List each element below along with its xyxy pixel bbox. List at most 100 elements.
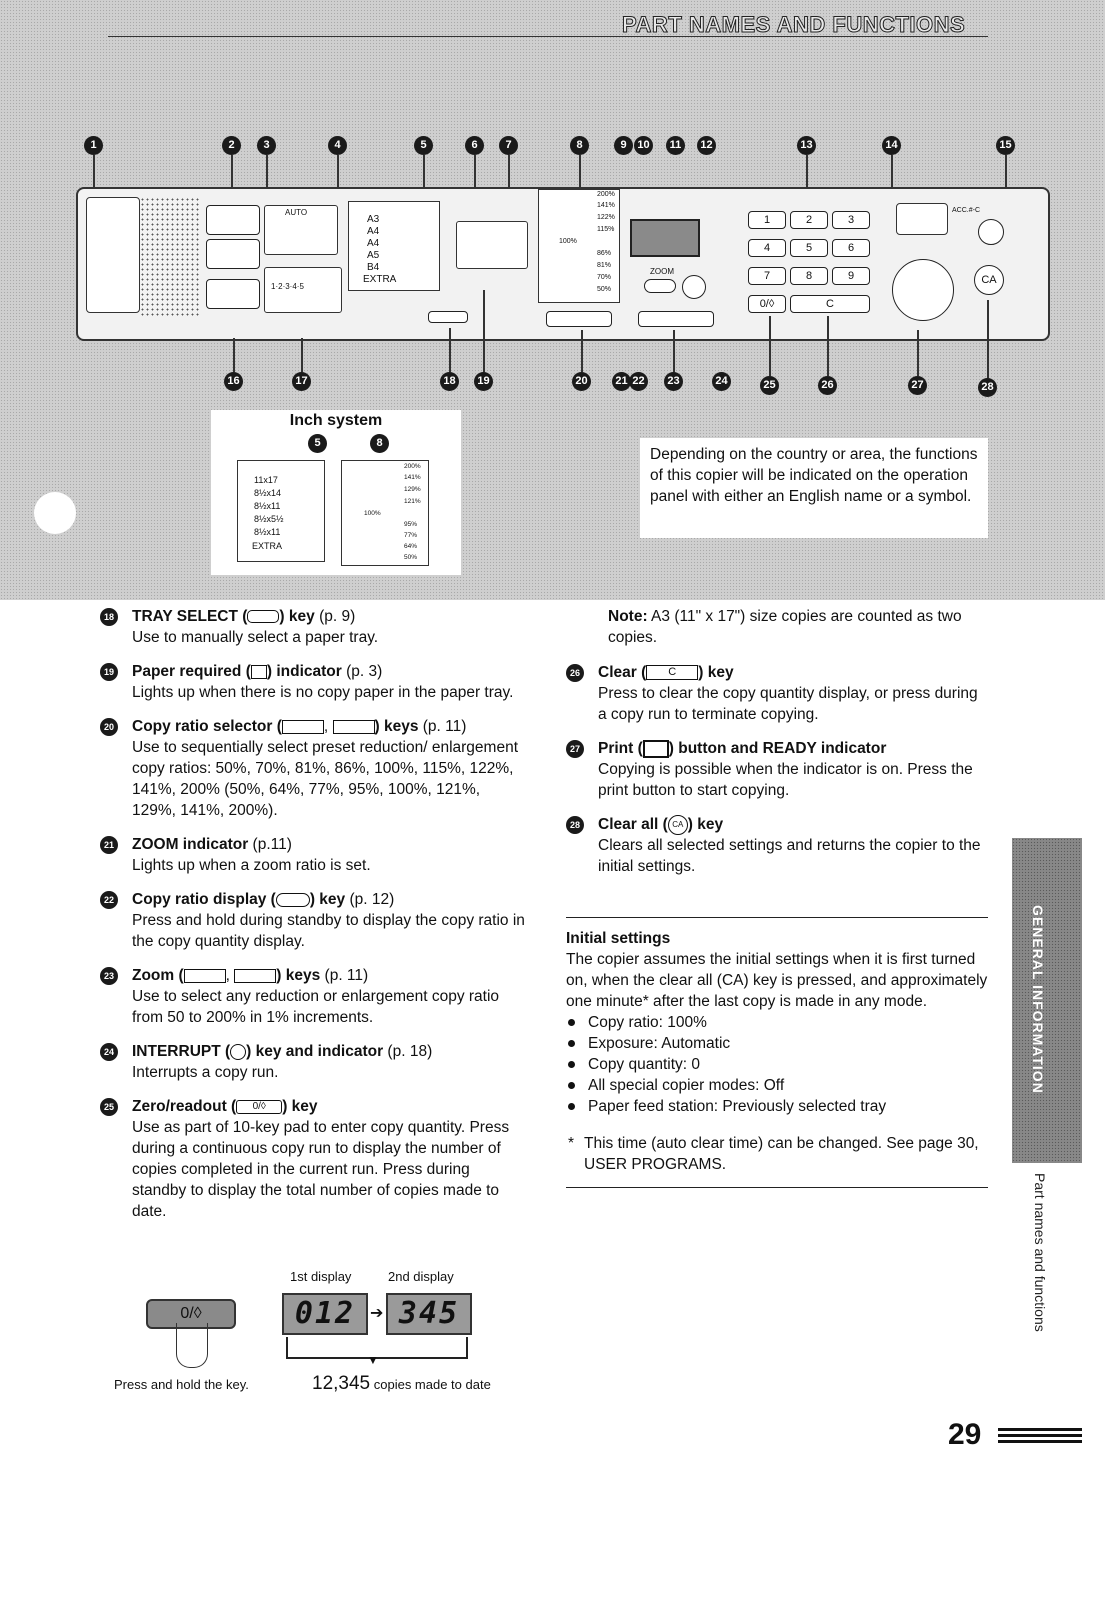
leader-line bbox=[806, 155, 808, 193]
callout-14: 14 bbox=[882, 136, 901, 155]
up-key-icon bbox=[332, 719, 375, 734]
inch-callout-8: 8 bbox=[370, 434, 389, 453]
keypad-9[interactable]: 9 bbox=[832, 267, 870, 285]
inch-size-extra: EXTRA bbox=[252, 541, 283, 551]
item-title: ZOOM indicator bbox=[132, 836, 249, 853]
item-number: 18 bbox=[100, 608, 118, 626]
section-rule bbox=[566, 917, 988, 918]
first-display-label: 1st display bbox=[290, 1269, 352, 1284]
zoom-keys[interactable] bbox=[638, 311, 714, 327]
leader-line bbox=[581, 330, 583, 372]
description-item: 27 Print () button and READY indicator C… bbox=[566, 738, 988, 801]
ratio-141: 141% bbox=[597, 202, 615, 209]
item-title-suffix: ) keys bbox=[374, 718, 419, 735]
ratio-81: 81% bbox=[597, 262, 612, 269]
header-rule bbox=[108, 36, 988, 37]
copy-ratio-selector-keys[interactable] bbox=[546, 311, 612, 327]
description-item: 23 Zoom (, ) keys (p. 11) Use to select … bbox=[100, 965, 525, 1028]
callout-12: 12 bbox=[697, 136, 716, 155]
list-item: Copy quantity: 0 bbox=[566, 1054, 988, 1075]
country-note-box: Depending on the country or area, the fu… bbox=[640, 438, 988, 538]
page-number: 29 bbox=[948, 1418, 982, 1451]
acc-label: ACC.#-C bbox=[952, 207, 981, 214]
print-button[interactable] bbox=[892, 259, 954, 321]
sort-key[interactable] bbox=[206, 239, 260, 269]
paper-size-a5: A5 bbox=[367, 250, 380, 261]
inch-size-8x5: 8½x5½ bbox=[254, 514, 284, 524]
item-title: Copy ratio display ( bbox=[132, 891, 276, 908]
arrow-icon: ➔ bbox=[370, 1305, 384, 1322]
item-page-ref: (p. 9) bbox=[314, 608, 356, 625]
item-number: 23 bbox=[100, 967, 118, 985]
callout-10: 10 bbox=[634, 136, 653, 155]
audit-clear-key[interactable] bbox=[978, 219, 1004, 245]
description-item: 28 Clear all (CA) key Clears all selecte… bbox=[566, 814, 988, 877]
item-page-ref: (p. 18) bbox=[383, 1043, 433, 1060]
keypad-4[interactable]: 4 bbox=[748, 239, 786, 257]
callout-9: 9 bbox=[614, 136, 633, 155]
leader-line bbox=[423, 155, 425, 203]
leader-line bbox=[508, 155, 510, 213]
keypad-3[interactable]: 3 bbox=[832, 211, 870, 229]
callout-27: 27 bbox=[908, 376, 927, 395]
down-key-icon bbox=[281, 719, 324, 734]
interrupt-key[interactable] bbox=[682, 275, 706, 299]
side-tab-label: GENERAL INFORMATION bbox=[1030, 905, 1046, 1094]
inch-size-8x11: 8½x11 bbox=[254, 527, 281, 537]
item-title: Copy ratio selector ( bbox=[132, 718, 282, 735]
zoom-up-key-icon bbox=[234, 968, 277, 983]
keypad-6[interactable]: 6 bbox=[832, 239, 870, 257]
inch-ratio-100: 100% bbox=[364, 510, 381, 517]
leader-line bbox=[337, 155, 339, 203]
item-description: Press to clear the copy quantity display… bbox=[598, 685, 978, 723]
clear-all-key[interactable]: CA bbox=[974, 265, 1004, 295]
item-title-suffix: ) key and indicator bbox=[246, 1043, 384, 1060]
paper-size-a4: A4 bbox=[367, 226, 380, 237]
description-item: 26 Clear (C) key Press to clear the copy… bbox=[566, 662, 988, 725]
keypad-5[interactable]: 5 bbox=[790, 239, 828, 257]
inch-ratio-64: 64% bbox=[404, 543, 418, 550]
keypad-2[interactable]: 2 bbox=[790, 211, 828, 229]
zero-readout-key[interactable]: 0/◊ bbox=[748, 295, 786, 313]
copy-ratio-display-key[interactable] bbox=[644, 279, 676, 293]
keypad-8[interactable]: 8 bbox=[790, 267, 828, 285]
inch-size-8x14: 8½x14 bbox=[254, 488, 282, 498]
copy-quantity-display bbox=[630, 219, 700, 257]
paper-size-b4: B4 bbox=[367, 262, 380, 273]
note-text: A3 (11" x 17") size copies are counted a… bbox=[608, 608, 962, 646]
item-description: Copying is possible when the indicator i… bbox=[598, 761, 973, 799]
callout-11: 11 bbox=[666, 136, 685, 155]
callout-22: 22 bbox=[629, 372, 648, 391]
leader-line bbox=[1005, 155, 1007, 215]
item-description: Lights up when a zoom ratio is set. bbox=[132, 857, 371, 874]
leader-line bbox=[579, 155, 581, 189]
inch-size-11x17: 11x17 bbox=[254, 475, 278, 485]
interrupt-icon bbox=[230, 1043, 247, 1060]
press-hold-caption: Press and hold the key. bbox=[114, 1377, 249, 1392]
item-title: Clear ( bbox=[598, 664, 647, 681]
keypad-1[interactable]: 1 bbox=[748, 211, 786, 229]
footnote-text: This time (auto clear time) can be chang… bbox=[584, 1135, 979, 1173]
item-title-suffix: ) indicator bbox=[266, 663, 342, 680]
leader-line bbox=[301, 338, 303, 372]
item-description: Use to select any reduction or enlargeme… bbox=[132, 988, 500, 1026]
tray-select-key[interactable] bbox=[428, 311, 468, 323]
item-title-suffix: ) key bbox=[687, 816, 724, 833]
leader-line bbox=[231, 155, 233, 203]
clear-key[interactable]: C bbox=[790, 295, 870, 313]
item-title-suffix: ) keys bbox=[276, 967, 321, 984]
paper-size-extra: EXTRA bbox=[363, 274, 397, 285]
edge-key[interactable] bbox=[206, 279, 260, 309]
zoom-down-key-icon bbox=[183, 968, 226, 983]
item-title-suffix: ) key bbox=[279, 608, 315, 625]
auto-label: AUTO bbox=[285, 208, 308, 217]
duplex-key[interactable] bbox=[206, 205, 260, 235]
left-column: 18 TRAY SELECT () key (p. 9) Use to manu… bbox=[100, 606, 525, 1235]
keypad-7[interactable]: 7 bbox=[748, 267, 786, 285]
item-page-ref: (p.11) bbox=[248, 836, 292, 853]
zoom-label: ZOOM bbox=[650, 267, 674, 276]
side-section-label: Part names and functions bbox=[1032, 1173, 1048, 1332]
list-item: Paper feed station: Previously selected … bbox=[566, 1096, 988, 1117]
bracket-line bbox=[286, 1337, 468, 1359]
callout-1: 1 bbox=[84, 136, 103, 155]
